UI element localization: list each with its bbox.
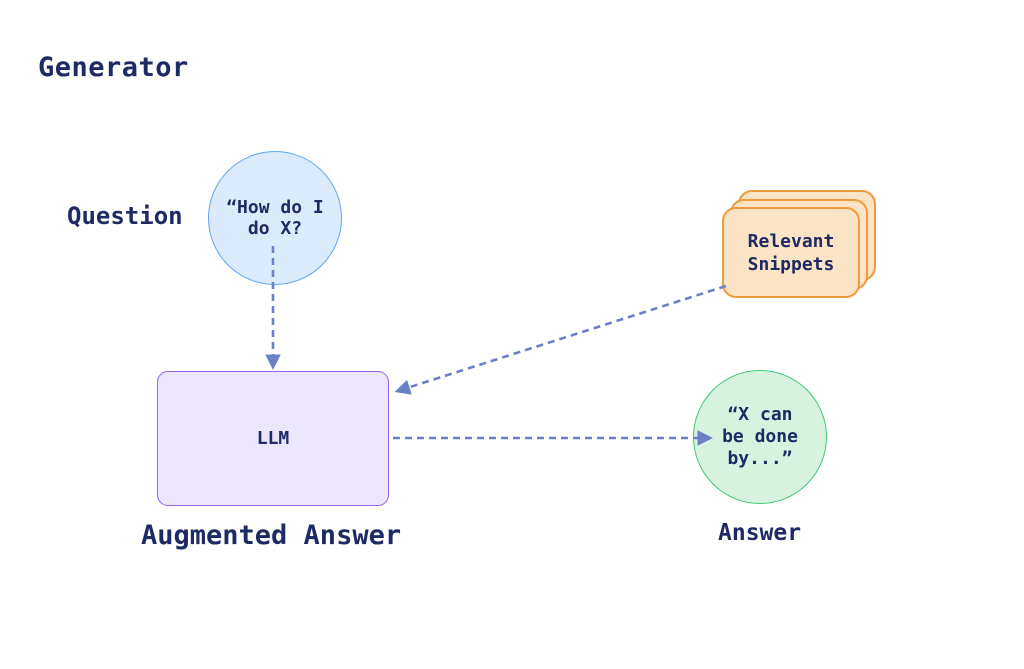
question-node: “How do I do X? bbox=[208, 151, 342, 285]
augmented-answer-label: Augmented Answer bbox=[141, 520, 402, 551]
llm-node-text: LLM bbox=[256, 428, 290, 449]
answer-node: “X can be done by...” bbox=[693, 370, 827, 504]
answer-node-text: “X can be done by...” bbox=[722, 404, 798, 469]
arrow-snippets-to-llm bbox=[394, 284, 727, 395]
diagram-title: Generator bbox=[38, 52, 189, 83]
question-label: Question bbox=[67, 202, 183, 230]
snippets-node-text: Relevant Snippets bbox=[747, 230, 835, 275]
question-node-text: “How do I do X? bbox=[226, 197, 324, 239]
llm-node: LLM bbox=[157, 371, 389, 506]
snippets-node: Relevant Snippets bbox=[722, 207, 860, 298]
answer-label: Answer bbox=[718, 520, 802, 546]
